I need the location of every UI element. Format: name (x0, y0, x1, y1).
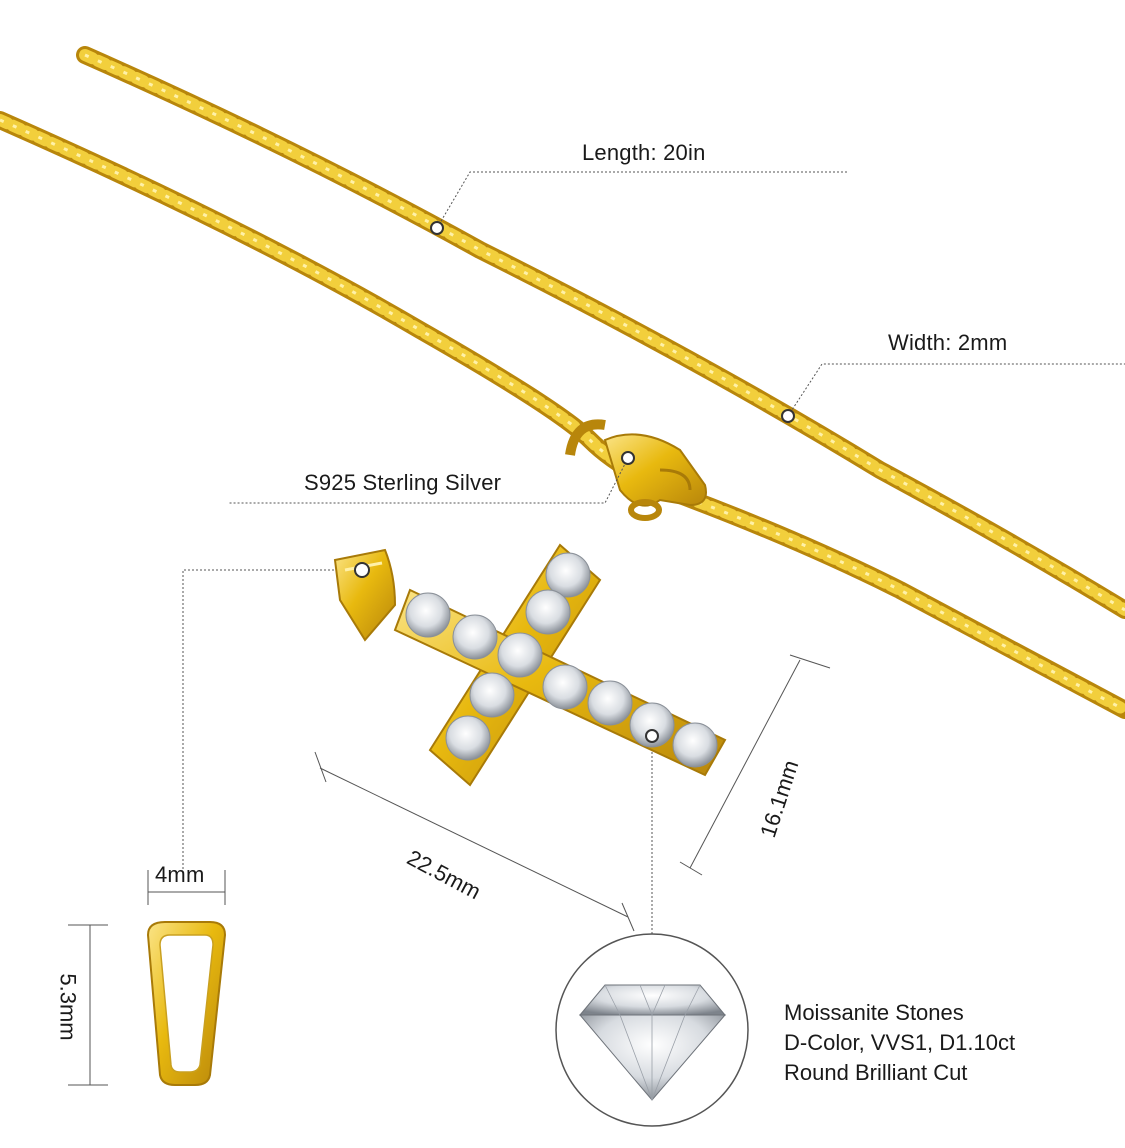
dim-cross-width (319, 767, 629, 918)
dot-stone (645, 729, 659, 743)
bail-detail (146, 921, 227, 1086)
label-bail-width: 4mm (155, 862, 205, 887)
leader-length (436, 171, 848, 229)
dot-length (430, 221, 444, 235)
label-width: Width: 2mm (888, 330, 1008, 355)
dot-material (621, 451, 635, 465)
dim-cross-height (689, 659, 801, 869)
stone-spec: Moissanite Stones D-Color, VVS1, D1.10ct… (784, 998, 1015, 1088)
stone-spec-line1: Moissanite Stones (784, 1000, 964, 1025)
stone-magnifier (555, 933, 749, 1127)
stone-spec-line2: D-Color, VVS1, D1.10ct (784, 1030, 1016, 1055)
label-material: S925 Sterling Silver (304, 470, 502, 495)
leader-width (787, 363, 1125, 417)
label-length: Length: 20in (582, 140, 706, 165)
dot-width (781, 409, 795, 423)
stone-spec-line3: Round Brilliant Cut (784, 1060, 968, 1085)
leader-material (228, 457, 629, 504)
label-bail-height: 5.3mm (55, 973, 81, 1041)
leader-bail (182, 569, 362, 870)
dot-bail (354, 562, 370, 578)
cross-pendant (333, 543, 727, 787)
